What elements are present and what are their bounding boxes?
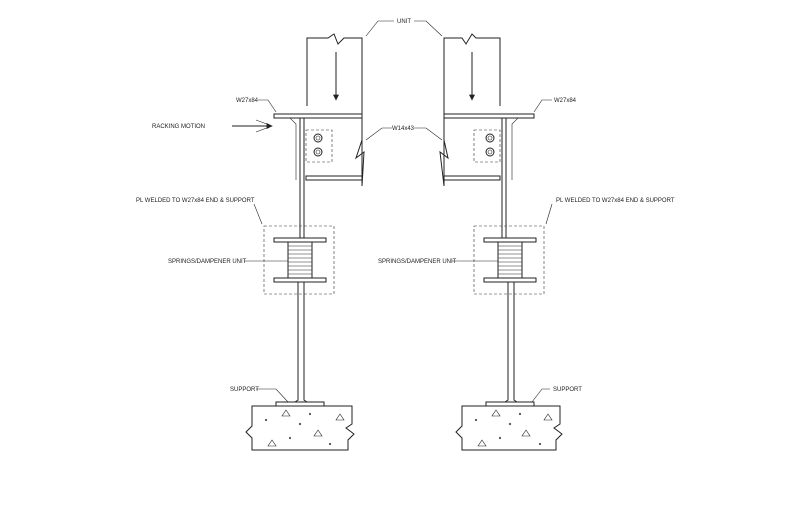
column-label: W14x43 <box>392 126 415 132</box>
right-connection-plate <box>473 129 501 163</box>
labels: UNIT W27x84 W27x84 RACKING MOTION W14x43… <box>136 19 675 393</box>
beam-left-label: W27x84 <box>236 98 259 104</box>
right-beam-bottom-flange <box>443 175 501 181</box>
left-springs <box>287 241 313 279</box>
springs-right-label: SPRINGS/DAMPENER UNIT <box>378 259 457 265</box>
left-concrete-support <box>245 405 355 451</box>
springs-left-label: SPRINGS/DAMPENER UNIT <box>168 259 247 265</box>
left-assembly <box>232 33 365 451</box>
left-lower-plate <box>273 277 327 283</box>
right-springs <box>497 241 523 279</box>
racking-motion-label: RACKING MOTION <box>152 124 205 130</box>
left-column-break <box>355 139 365 187</box>
support-left-label: SUPPORT <box>230 387 259 393</box>
right-bolt-1 <box>485 133 495 143</box>
right-column-break <box>439 139 449 187</box>
right-assembly <box>439 33 563 451</box>
left-beam-top-flange <box>273 113 363 119</box>
right-bolt-2 <box>485 147 495 157</box>
right-upper-plate <box>483 237 537 243</box>
right-unit-outline <box>443 33 501 186</box>
right-concrete-support <box>455 405 563 451</box>
right-plate-enclosure <box>473 225 545 295</box>
left-beam-bottom-flange <box>305 175 363 181</box>
right-support-flange <box>485 401 535 407</box>
left-plate-enclosure <box>263 225 335 295</box>
left-upper-plate <box>273 237 327 243</box>
beam-right-label: W27x84 <box>554 98 577 104</box>
left-spring-coils <box>288 245 312 275</box>
left-support-flange <box>275 401 325 407</box>
support-right-label: SUPPORT <box>553 387 582 393</box>
left-concrete-aggregate <box>264 409 345 447</box>
right-lower-plate <box>483 277 537 283</box>
left-unit-outline <box>306 33 363 186</box>
plate-right-label: PL WELDED TO W27x84 END & SUPPORT <box>556 198 675 204</box>
right-beam-top-flange <box>443 113 535 119</box>
unit-label: UNIT <box>397 19 411 25</box>
left-bolt-1 <box>313 133 323 143</box>
left-connection-plate <box>305 129 333 163</box>
leader-lines <box>244 20 553 403</box>
right-spring-coils <box>498 245 522 275</box>
right-concrete-aggregate <box>474 409 553 447</box>
plate-left-label: PL WELDED TO W27x84 END & SUPPORT <box>136 198 255 204</box>
left-bolt-2 <box>313 147 323 157</box>
